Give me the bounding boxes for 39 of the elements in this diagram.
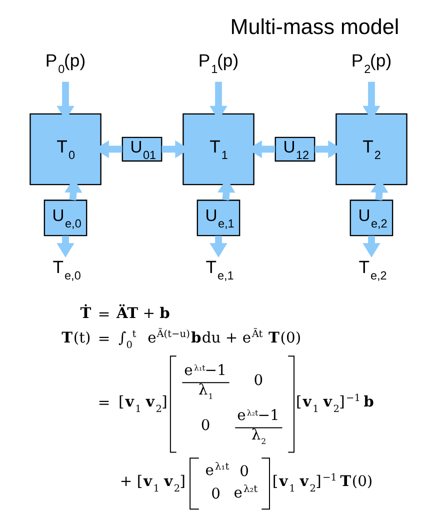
label: 0 bbox=[240, 462, 249, 480]
label: ∫$_{0}$$^{t}$ e$^{Ã(t−u)}$bdu + e$^{Ãt}$T(0) bbox=[118, 328, 302, 350]
node-box: U$_{e,0}$ bbox=[44, 199, 88, 236]
label: = bbox=[98, 394, 110, 412]
node-box: T$_{0}$ bbox=[30, 112, 102, 185]
label: e$^{λ₁t}$−1 bbox=[184, 361, 226, 378]
arrow bbox=[210, 235, 228, 257]
node-text: T$_{e,1}$ bbox=[206, 256, 234, 282]
label: e$^{λ₁t}$ bbox=[205, 460, 230, 478]
node-text: T$_{e,2}$ bbox=[358, 256, 387, 282]
label: = bbox=[98, 305, 110, 322]
label: T(t) bbox=[62, 328, 91, 346]
node-box: U$_{12}$ bbox=[274, 136, 316, 162]
node-text: T$_{e,0}$ bbox=[52, 256, 81, 282]
arrow bbox=[56, 235, 74, 257]
label: [v$_{1}$ v$_{2}$]$^{−1}$ T(0) bbox=[272, 472, 373, 494]
node-box: T$_{2}$ bbox=[336, 112, 408, 185]
arrow bbox=[362, 235, 380, 257]
label: 0 bbox=[211, 484, 221, 502]
label: 0 bbox=[254, 372, 264, 389]
node-box: U$_{e,1}$ bbox=[196, 199, 240, 236]
node-box: U$_{01}$ bbox=[122, 136, 162, 162]
label: Ṫ bbox=[80, 304, 92, 322]
label: e$^{λ₂t}$−1 bbox=[237, 406, 280, 424]
node-box: U$_{e,2}$ bbox=[350, 199, 394, 236]
label: e$^{λ₂t}$ bbox=[234, 483, 258, 501]
label: + [v$_{1}$ v$_{2}$] bbox=[120, 472, 186, 494]
label: λ$_{2}$ bbox=[251, 426, 266, 446]
label: ÄT + b bbox=[116, 304, 170, 322]
label: λ$_{1}$ bbox=[198, 380, 214, 400]
node-box: T$_{1}$ bbox=[182, 112, 254, 185]
node-text: P$_{1}$(p) bbox=[198, 50, 239, 76]
label: [v$_{1}$ v$_{2}$] bbox=[118, 393, 168, 415]
node-text: P$_{0}$(p) bbox=[45, 50, 86, 76]
label: [v$_{1}$ v$_{2}$]$^{−1}$ b bbox=[296, 392, 374, 415]
label: 0 bbox=[200, 416, 210, 434]
diagram-title: Multi-mass model bbox=[230, 14, 400, 39]
node-text: P$_{2}$(p) bbox=[351, 50, 392, 76]
label: = bbox=[98, 330, 110, 347]
